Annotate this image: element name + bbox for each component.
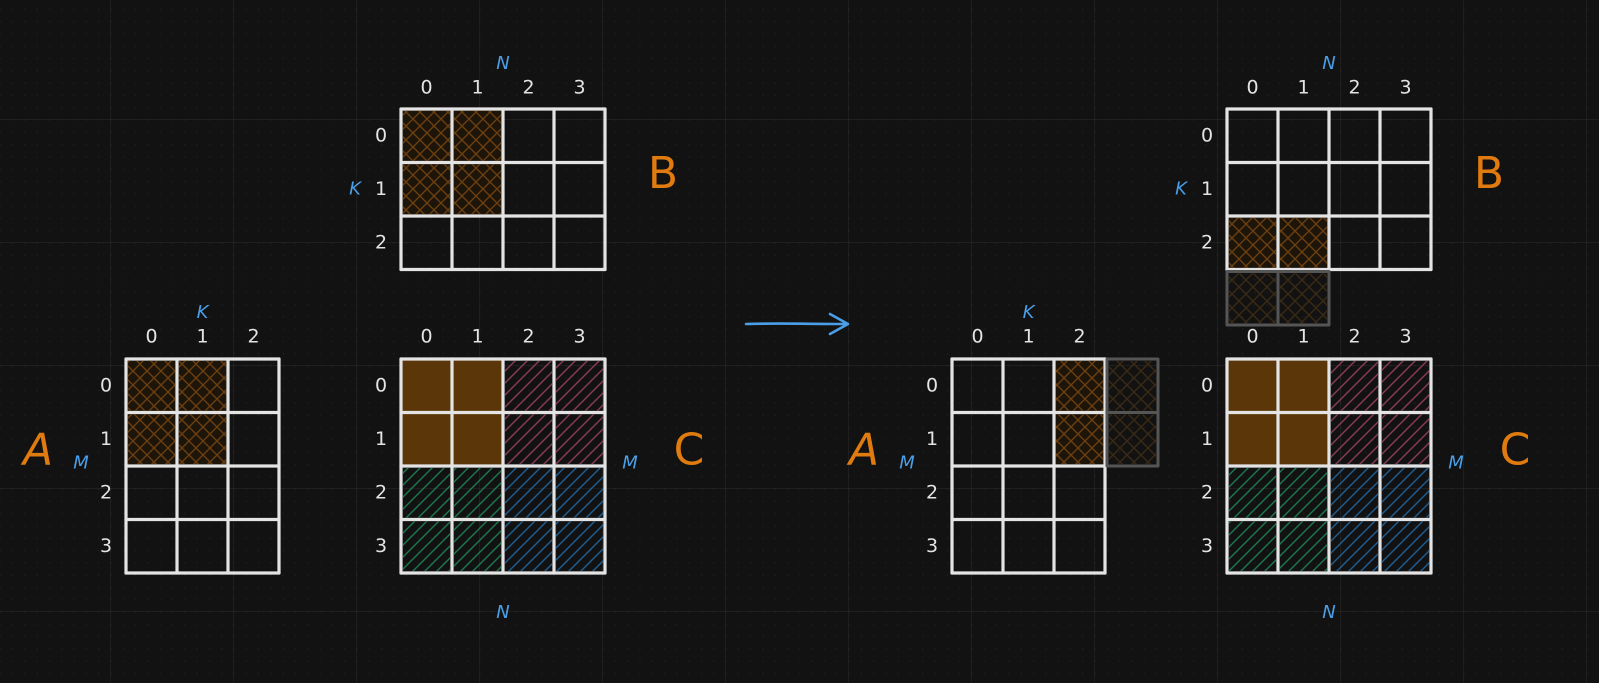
a-col-tick: 0 <box>145 326 157 348</box>
b-dim-label-n: N <box>496 53 509 74</box>
b-dim-label-k: K <box>1175 178 1188 199</box>
b-col-tick: 1 <box>1297 77 1309 99</box>
b-row-tick: 2 <box>1201 231 1213 253</box>
c-row-tick: 3 <box>375 535 387 557</box>
transition-arrow <box>744 312 850 336</box>
a-row-tick: 0 <box>100 374 112 396</box>
matrix-c-label: C <box>674 425 705 476</box>
a-row-tick: 2 <box>926 481 938 503</box>
c-col-tick: 1 <box>1297 326 1309 348</box>
c-row-tick: 0 <box>1201 374 1213 396</box>
b-col-tick: 3 <box>573 77 585 99</box>
a-row-tick: 0 <box>926 374 938 396</box>
matrix-c <box>1225 357 1433 575</box>
b-row-tick: 2 <box>375 231 387 253</box>
b-row-tick: 1 <box>375 178 387 200</box>
c-col-tick: 1 <box>471 326 483 348</box>
a-dim-label-m: M <box>73 452 89 473</box>
b-row-tick: 0 <box>375 124 387 146</box>
b-col-tick: 2 <box>522 77 534 99</box>
matrix-c-label: C <box>1500 425 1531 476</box>
a-row-tick: 1 <box>100 428 112 450</box>
b-row-tick: 1 <box>1201 178 1213 200</box>
c-col-tick: 0 <box>1246 326 1258 348</box>
c-row-tick: 2 <box>375 481 387 503</box>
c-col-tick: 3 <box>573 326 585 348</box>
c-row-tick: 1 <box>1201 428 1213 450</box>
a-col-tick: 0 <box>971 326 983 348</box>
matrix-b <box>399 107 607 272</box>
b-col-tick: 0 <box>420 77 432 99</box>
a-row-tick: 3 <box>100 535 112 557</box>
a-row-tick: 3 <box>926 535 938 557</box>
b-col-tick: 3 <box>1399 77 1411 99</box>
matrix-b-label: B <box>648 148 678 199</box>
a-row-tick: 2 <box>100 481 112 503</box>
matrix-a <box>124 357 281 575</box>
c-row-tick: 1 <box>375 428 387 450</box>
c-col-tick: 0 <box>420 326 432 348</box>
matrix-b <box>1225 107 1433 272</box>
matrix-a <box>950 357 1107 575</box>
b-row-tick: 0 <box>1201 124 1213 146</box>
b-col-tick: 0 <box>1246 77 1258 99</box>
b-dim-label-n: N <box>1322 53 1335 74</box>
a-ghost-cell-0 <box>1105 357 1160 414</box>
c-dim-label-n: N <box>1322 602 1335 623</box>
c-col-tick: 2 <box>1348 326 1360 348</box>
a-dim-label-m: M <box>899 452 915 473</box>
a-dim-label-k: K <box>1023 302 1036 323</box>
c-dim-label-m: M <box>622 452 638 473</box>
b-col-tick: 1 <box>471 77 483 99</box>
c-col-tick: 2 <box>522 326 534 348</box>
a-dim-label-k: K <box>197 302 210 323</box>
c-dim-label-m: M <box>1448 452 1464 473</box>
a-col-tick: 1 <box>1022 326 1034 348</box>
c-dim-label-n: N <box>496 602 509 623</box>
matrix-c <box>399 357 607 575</box>
c-row-tick: 3 <box>1201 535 1213 557</box>
a-col-tick: 1 <box>196 326 208 348</box>
b-dim-label-k: K <box>349 178 362 199</box>
b-ghost-cell-1 <box>1276 270 1331 327</box>
b-ghost-cell-0 <box>1225 270 1280 327</box>
c-row-tick: 2 <box>1201 481 1213 503</box>
a-col-tick: 2 <box>247 326 259 348</box>
matrix-a-label: A <box>846 425 879 476</box>
c-col-tick: 3 <box>1399 326 1411 348</box>
matrix-b-label: B <box>1474 148 1504 199</box>
matrix-a-label: A <box>20 425 53 476</box>
a-ghost-cell-1 <box>1105 411 1160 468</box>
a-row-tick: 1 <box>926 428 938 450</box>
a-col-tick: 2 <box>1073 326 1085 348</box>
b-col-tick: 2 <box>1348 77 1360 99</box>
c-row-tick: 0 <box>375 374 387 396</box>
